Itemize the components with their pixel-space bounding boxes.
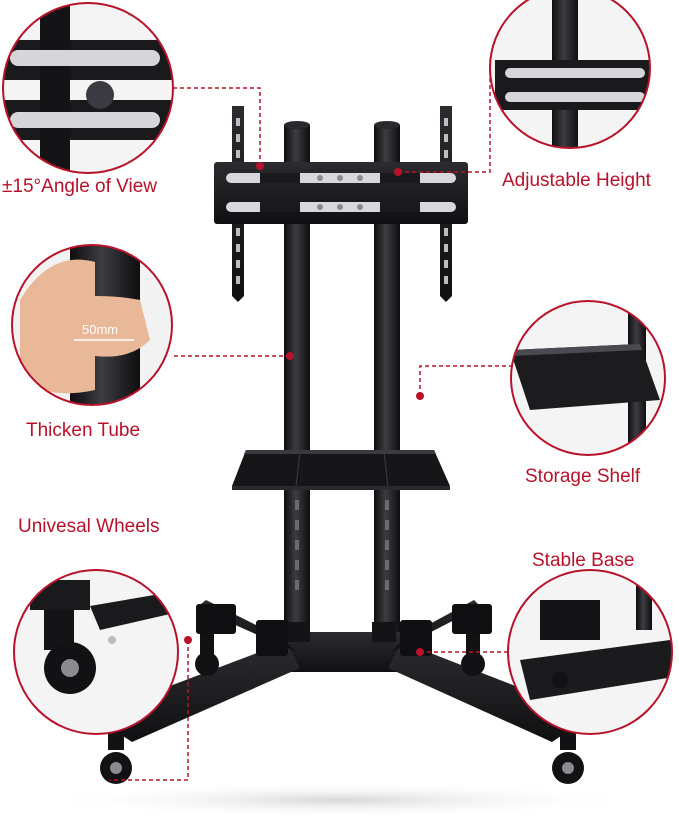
label-thicken-tube: Thicken Tube (26, 420, 141, 441)
tube-dimension-label: 50mm (82, 322, 118, 337)
label-stable-base: Stable Base (532, 550, 635, 571)
leader-dots (184, 162, 424, 656)
callout-storage-shelf (510, 300, 666, 456)
label-universal-wheels: Univesal Wheels (18, 516, 160, 537)
label-angle-of-view: ±15°Angle of View (2, 176, 157, 197)
floor-shadow (40, 782, 640, 818)
callout-universal-wheels (13, 569, 179, 735)
label-storage-shelf: Storage Shelf (525, 466, 641, 487)
leader-lines (110, 60, 511, 781)
callout-thicken-tube: 50mm (11, 244, 173, 406)
tv-stand (100, 106, 584, 784)
callout-adjustable-height (489, 0, 651, 149)
storage-shelf (232, 450, 450, 490)
callout-angle-of-view (2, 2, 174, 174)
label-adjustable-height: Adjustable Height (502, 170, 651, 191)
callout-stable-base (507, 569, 673, 735)
